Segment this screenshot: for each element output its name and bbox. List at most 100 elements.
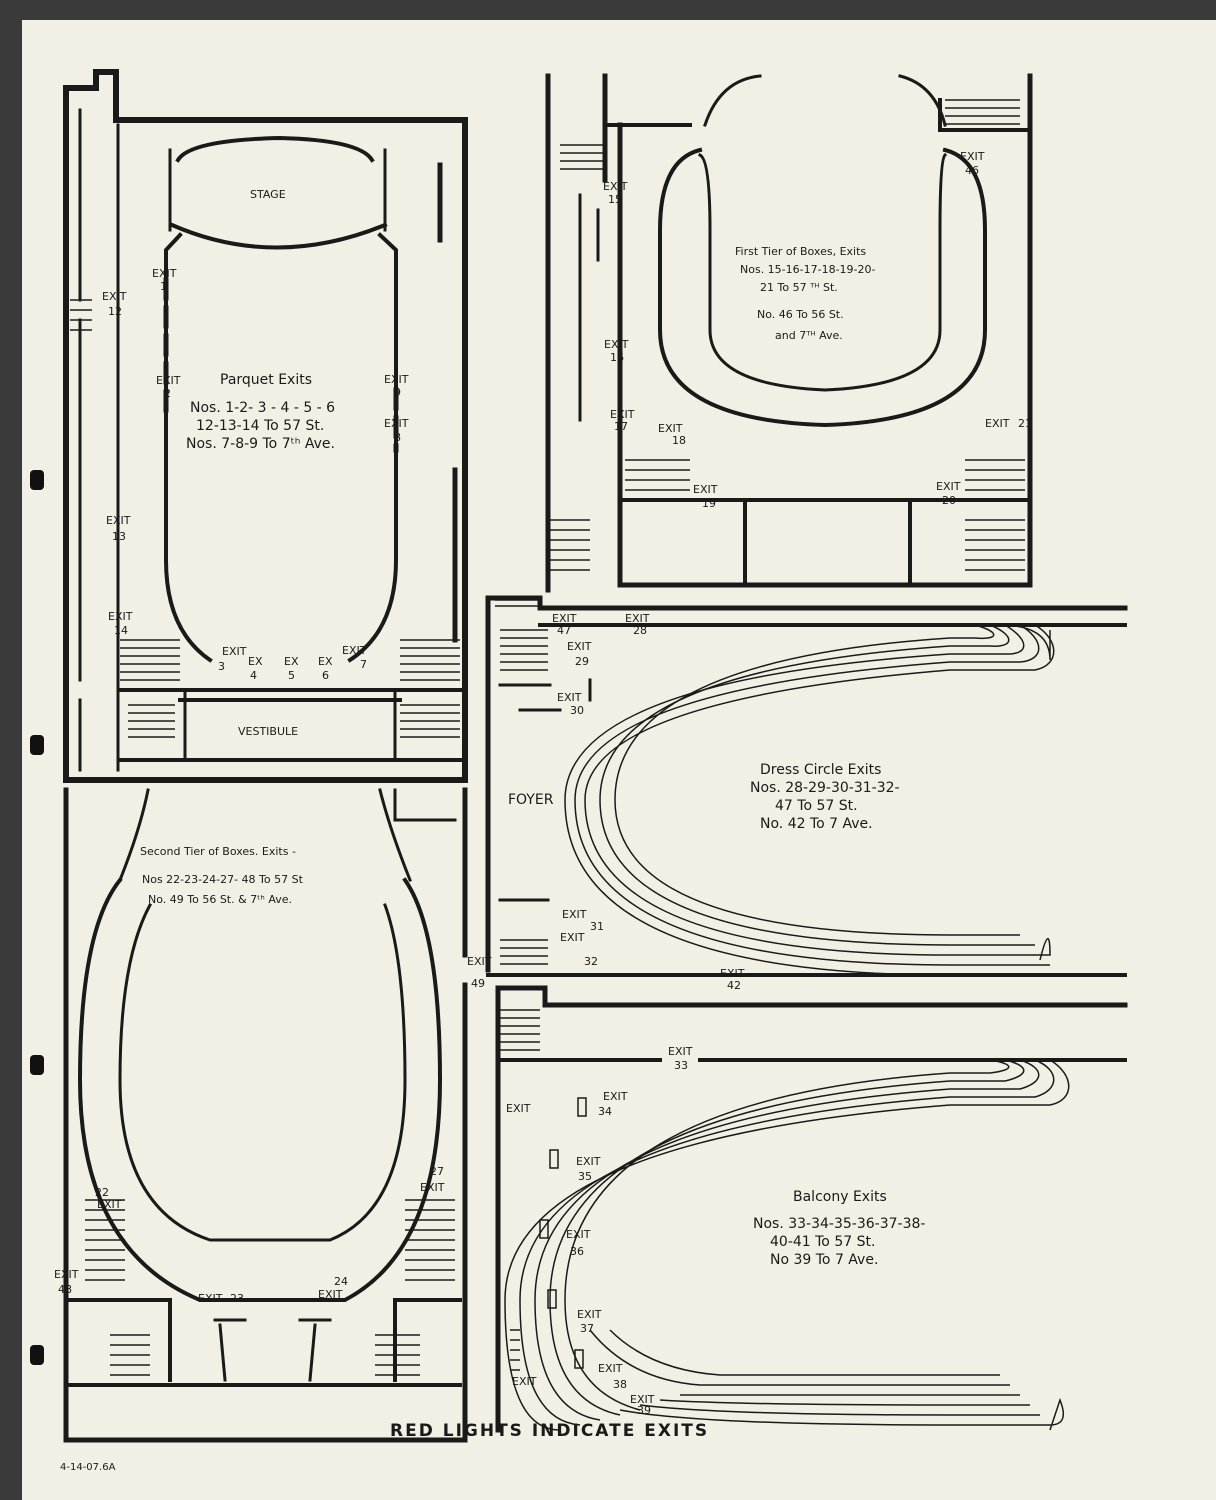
parquet-title: Parquet Exits [220, 372, 312, 388]
exit-label: EXIT [576, 1155, 601, 1168]
exit-number: 37 [580, 1322, 594, 1335]
exit-label: EXIT [106, 514, 131, 527]
exit-label: EXIT [598, 1362, 623, 1375]
exit-number: 6 [322, 669, 329, 682]
exit-number: 15 [608, 193, 622, 206]
exit-number: 3 [218, 660, 225, 673]
exit-number: 20 [942, 494, 956, 507]
dress-circle-line2: 47 To 57 St. [775, 798, 858, 814]
exit-label: EXIT [668, 1045, 693, 1058]
exit-number: 46 [965, 164, 979, 177]
exit-label: EXIT [603, 1090, 628, 1103]
exit-label: EXIT [560, 931, 585, 944]
exit-label: EXIT [222, 645, 247, 658]
first-tier-plan: First Tier of Boxes, Exits Nos. 15-16-17… [545, 73, 1033, 593]
exit-label: EX [248, 655, 263, 668]
balcony-line2: 40-41 To 57 St. [770, 1234, 875, 1250]
exit-label: EXIT [420, 1181, 445, 1194]
exit-number: 28 [633, 624, 647, 637]
second-tier-line2: Nos 22-23-24-27- 48 To 57 St [142, 873, 304, 886]
exit-number: 30 [570, 704, 584, 717]
parquet-plan: STAGE VESTIBULE Parquet Exits Nos. 1-2- … [63, 69, 468, 783]
exit-number: 31 [590, 920, 604, 933]
first-tier-line5: and 7ᵀᴴ Ave. [775, 329, 843, 342]
exit-label: EXIT [577, 1308, 602, 1321]
exit-label: EXIT [567, 640, 592, 653]
exit-label: EXIT [506, 1102, 531, 1115]
balcony-line3: No 39 To 7 Ave. [770, 1252, 878, 1268]
exit-number: 22 [95, 1186, 109, 1199]
exit-label: EXIT [603, 180, 628, 193]
exit-number: 2 [164, 387, 171, 400]
exit-number: 21 [1018, 417, 1032, 430]
foyer-label: FOYER [508, 792, 554, 808]
parquet-line1: Nos. 1-2- 3 - 4 - 5 - 6 [190, 400, 335, 416]
exit-number: 27 [430, 1165, 444, 1178]
exit-number: 17 [614, 420, 628, 433]
exit-label: EXIT [156, 374, 181, 387]
exit-label: EXIT [318, 1288, 343, 1301]
exit-label: EXIT [610, 408, 635, 421]
exit-label: EXIT [658, 422, 683, 435]
exit-number: 39 [637, 1404, 651, 1417]
handwritten-note: 4-14-07.6A [60, 1462, 116, 1473]
balcony-line1: Nos. 33-34-35-36-37-38- [753, 1216, 925, 1232]
exit-label: EXIT [566, 1228, 591, 1241]
exit-label: EXIT [512, 1375, 537, 1388]
second-tier-line1: Second Tier of Boxes. Exits - [140, 845, 296, 858]
second-tier-plan: Second Tier of Boxes. Exits - Nos 22-23-… [54, 787, 492, 1443]
first-tier-line4: No. 46 To 56 St. [757, 308, 844, 321]
exit-label: EXIT [342, 644, 367, 657]
exit-number: 47 [557, 624, 571, 637]
exit-number: 23 [230, 1292, 244, 1305]
exit-number: 34 [598, 1105, 612, 1118]
exit-number: 48 [58, 1283, 72, 1296]
exit-label: EXIT [108, 610, 133, 623]
exit-number: 35 [578, 1170, 592, 1183]
exit-number: 32 [584, 955, 598, 968]
exit-label: EXIT [985, 417, 1010, 430]
first-tier-line3: 21 To 57 ᵀᴴ St. [760, 281, 838, 294]
dress-circle-line1: Nos. 28-29-30-31-32- [750, 780, 900, 796]
exit-number: 18 [672, 434, 686, 447]
first-tier-line2: Nos. 15-16-17-18-19-20- [740, 263, 876, 276]
exit-label: EXIT [102, 290, 127, 303]
exit-label: EXIT [54, 1268, 79, 1281]
binder-rings [30, 470, 44, 1365]
exit-number: 19 [702, 497, 716, 510]
exit-number: 4 [250, 669, 257, 682]
dress-circle-line3: No. 42 To 7 Ave. [760, 816, 873, 832]
dress-circle-title: Dress Circle Exits [760, 762, 881, 778]
exit-number: 24 [334, 1275, 348, 1288]
exit-number: 38 [613, 1378, 627, 1391]
stage-label: STAGE [250, 188, 286, 201]
exit-label: EXIT [630, 1393, 655, 1406]
exit-label: EXIT [384, 417, 409, 430]
exit-number: 14 [114, 624, 128, 637]
exit-label: EXIT [720, 967, 745, 980]
exit-number: 16 [610, 351, 624, 364]
exit-label: EXIT [97, 1198, 122, 1211]
exit-number: 33 [674, 1059, 688, 1072]
exit-label: EXIT [384, 373, 409, 386]
exit-label: EXIT [936, 480, 961, 493]
balcony-title: Balcony Exits [793, 1189, 887, 1205]
exit-number: 12 [108, 305, 122, 318]
exit-label: EXIT [198, 1292, 223, 1305]
parquet-line2: 12-13-14 To 57 St. [196, 418, 324, 434]
balcony-plan: Balcony Exits Nos. 33-34-35-36-37-38- 40… [495, 985, 1128, 1433]
exit-number: 42 [727, 979, 741, 992]
exit-number: 5 [288, 669, 295, 682]
exit-number: 7 [360, 658, 367, 671]
exit-number: 13 [112, 530, 126, 543]
first-tier-line1: First Tier of Boxes, Exits [735, 245, 866, 258]
exit-label: EXIT [552, 612, 577, 625]
exit-number: 49 [471, 977, 485, 990]
exit-number: 36 [570, 1245, 584, 1258]
exit-label: EXIT [693, 483, 718, 496]
exit-label: EXIT [604, 338, 629, 351]
exits-caption: RED LIGHTS INDICATE EXITS [390, 1421, 709, 1441]
exit-label: EXIT [625, 612, 650, 625]
exit-label: EX [318, 655, 333, 668]
